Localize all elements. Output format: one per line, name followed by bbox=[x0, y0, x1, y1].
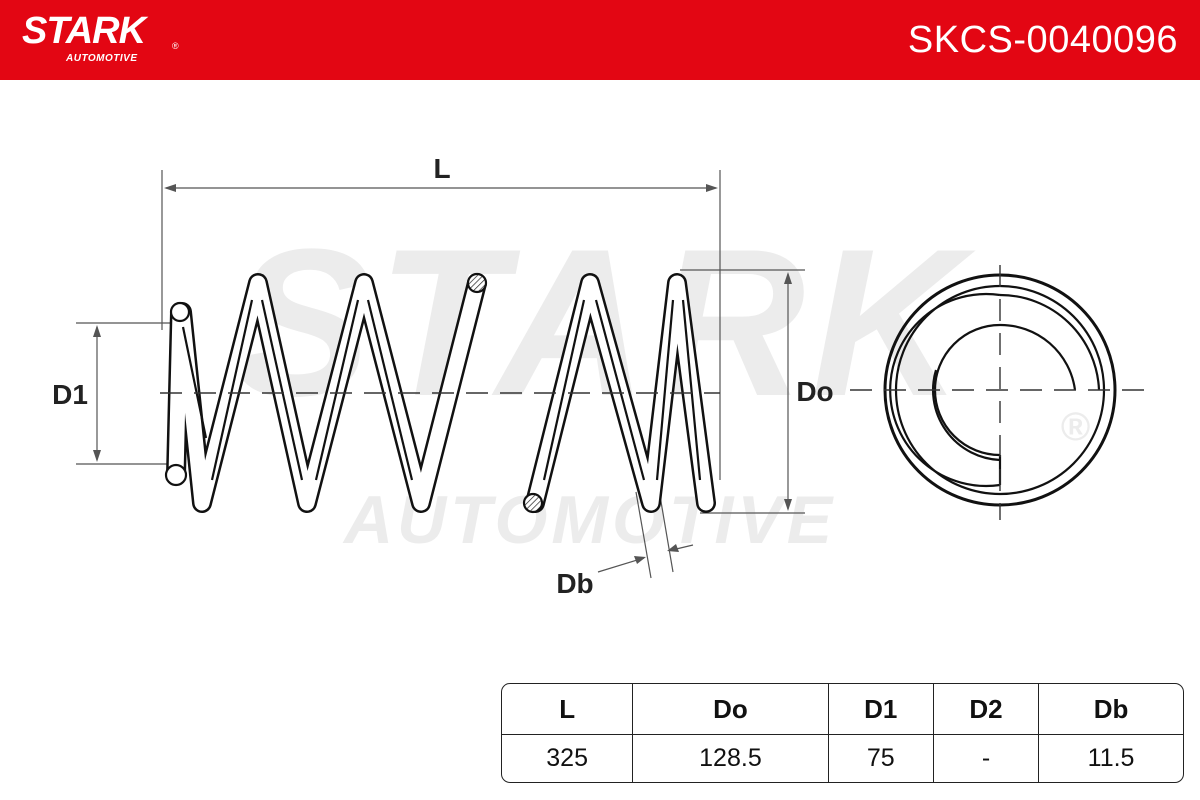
spec-value-cell: 325 bbox=[502, 735, 634, 782]
spec-value-cell: - bbox=[934, 735, 1040, 782]
spec-header-row: L Do D1 D2 Db bbox=[502, 684, 1183, 735]
wire-diameter-dimension bbox=[597, 483, 694, 579]
registered-mark: ® bbox=[172, 41, 179, 51]
spec-value-cell: 11.5 bbox=[1087, 744, 1135, 772]
spec-header-cell: D1 bbox=[828, 684, 934, 735]
inner-diameter-dimension bbox=[76, 322, 178, 465]
outer-diameter-dimension bbox=[680, 269, 805, 514]
outer-diameter-label: Do bbox=[796, 376, 833, 407]
spring-drawing: STARK AUTOMOTIVE ® L D1 Do Db bbox=[52, 153, 1145, 599]
inner-diameter-label: D1 bbox=[52, 379, 88, 410]
header-bar: STARK ® AUTOMOTIVE SKCS-0040096 bbox=[0, 0, 1200, 80]
watermark-reg: ® bbox=[1060, 405, 1090, 449]
spring-side-view bbox=[164, 272, 716, 514]
length-dimension bbox=[161, 170, 721, 480]
wire-diameter-label: Db bbox=[556, 568, 593, 599]
logo-text: STARK bbox=[22, 10, 146, 52]
length-label: L bbox=[433, 153, 450, 184]
spring-end-view bbox=[850, 265, 1145, 520]
spec-value-row: 325 128.5 75 - 11.5 bbox=[502, 735, 1183, 782]
spec-table: L Do D1 D2 Db 325 128.5 75 - 11.5 bbox=[501, 683, 1184, 783]
spec-header-cell: Db bbox=[1039, 684, 1183, 735]
spec-header-cell: L bbox=[502, 684, 634, 735]
stark-logo: STARK ® AUTOMOTIVE bbox=[22, 10, 179, 64]
spec-header-cell: Do bbox=[633, 684, 829, 735]
part-number: SKCS-0040096 bbox=[907, 19, 1178, 61]
spec-value-cell: 128.5 bbox=[633, 735, 829, 782]
spec-value-cell: 75 bbox=[829, 735, 934, 782]
spec-header-cell: D2 bbox=[933, 684, 1040, 735]
logo-subtext: AUTOMOTIVE bbox=[66, 53, 138, 64]
